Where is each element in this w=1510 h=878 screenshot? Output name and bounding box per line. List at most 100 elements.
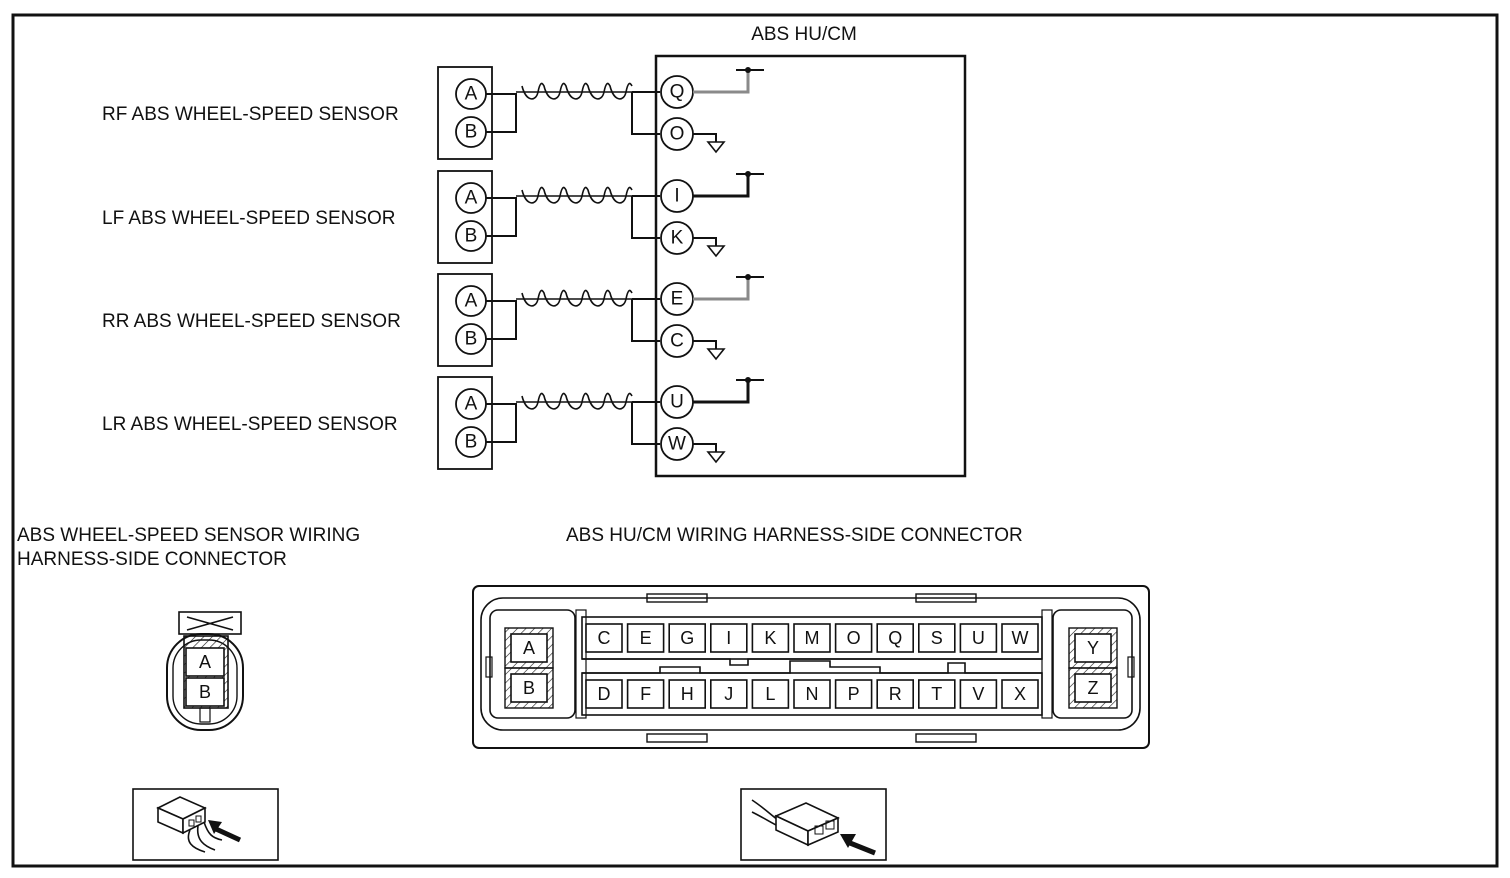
hu-connector-cavity [585, 679, 623, 709]
hu-connector-cavity [668, 623, 707, 653]
sensor-connector-pin-b: B [199, 682, 211, 702]
ground-symbol-icon [706, 348, 726, 361]
hu-connector-pin-label: P [848, 684, 860, 704]
wire-to-low-pin [631, 299, 660, 342]
hu-connector-pin-label: B [523, 678, 535, 698]
hu-connector-cavity [834, 623, 873, 653]
hu-connector-pin-label: L [765, 684, 775, 704]
hu-pin-label: U [670, 392, 684, 413]
sensor-pin-label: B [465, 122, 478, 143]
twisted-pair [521, 82, 633, 100]
hu-connector-pin-label: X [1014, 684, 1026, 704]
ground-symbol-icon [706, 141, 726, 154]
internal-signal-wire [693, 277, 750, 301]
hu-connector-cavity [751, 623, 790, 653]
hu-connector-cavity [709, 623, 748, 653]
ground-wire [693, 443, 717, 452]
hu-connector-pin-label: C [598, 628, 611, 648]
hu-connector-cavity [709, 679, 748, 709]
ground-symbol-icon [706, 245, 726, 258]
sensor-connector-box [437, 273, 493, 367]
hu-connector-pin-label: T [931, 684, 942, 704]
module-title: ABS HU/CM [751, 24, 857, 45]
hu-connector-cavity [510, 633, 548, 663]
hu-connector-cavity [834, 679, 873, 709]
hu-connector-pin-label: U [972, 628, 985, 648]
sensor-view-icon [132, 788, 279, 861]
hu-connector-cavity [793, 679, 831, 709]
hu-connector-pin-label: Q [888, 628, 902, 648]
hu-connector-pin-label: G [680, 628, 694, 648]
wire-to-low-pin [631, 402, 660, 445]
sensor-pin-label: A [465, 84, 478, 105]
twisted-pair [521, 186, 633, 204]
hu-connector-pin-label: D [598, 684, 611, 704]
hu-connector-pin-label: H [681, 684, 694, 704]
hu-connector-cavity [917, 623, 956, 653]
ground-wire [693, 340, 717, 349]
hu-connector-cavity [793, 623, 831, 653]
hu-connector-pin-label: N [806, 684, 819, 704]
hu-connector-cavity [1074, 633, 1112, 663]
sensor-label: LF ABS WHEEL-SPEED SENSOR [102, 208, 396, 229]
hu-pin-label: W [668, 434, 686, 455]
hu-connector-pin-label: M [805, 628, 820, 648]
hu-connector-cavity [510, 673, 548, 703]
sensor-connector-box [437, 170, 493, 264]
hu-connector-cavity [668, 679, 707, 709]
hu-connector-pin-label: S [931, 628, 943, 648]
hu-connector-cavity [1074, 673, 1112, 703]
hu-pin-label: I [674, 186, 679, 207]
sensor-connector-box [437, 376, 493, 470]
hu-connector-cavity [959, 623, 998, 653]
abs-hu-cm-box [654, 54, 967, 478]
hu-connector-title: ABS HU/CM WIRING HARNESS-SIDE CONNECTOR [566, 525, 1023, 546]
sensor-connector-box [437, 66, 493, 160]
hu-connector-pin-label: A [523, 638, 535, 658]
hu-connector-cavity [917, 679, 956, 709]
sensor-pin-label: A [465, 394, 478, 415]
ground-symbol-icon [706, 451, 726, 464]
hu-connector-pin-label: Y [1087, 638, 1099, 658]
hu-connector-cavity [626, 679, 665, 709]
hu-connector-pin-label: V [972, 684, 984, 704]
sensor-connector-title-line1: ABS WHEEL-SPEED SENSOR WIRING [17, 525, 360, 546]
hu-connector-cavity [1001, 679, 1039, 709]
hu-pin-label: K [671, 228, 684, 249]
hu-connector-cavity [626, 623, 665, 653]
hu-connector-pin-label: Z [1088, 678, 1099, 698]
hu-connector-cavity [876, 623, 915, 653]
hu-pin-label: E [671, 289, 684, 310]
sensor-label: RR ABS WHEEL-SPEED SENSOR [102, 311, 401, 332]
sensor-label: RF ABS WHEEL-SPEED SENSOR [102, 104, 399, 125]
ground-wire [693, 237, 717, 246]
twisted-pair [521, 392, 633, 410]
hu-connector-cavity [585, 623, 623, 653]
wire-pin-a-b [486, 300, 517, 340]
hu-connector-cavity [751, 679, 790, 709]
sensor-connector-title-line2: HARNESS-SIDE CONNECTOR [17, 549, 287, 570]
hu-pin-label: Q [670, 82, 685, 103]
sensor-pin-label: B [465, 329, 478, 350]
hu-connector-pin-label: J [724, 684, 733, 704]
internal-signal-wire [693, 70, 750, 94]
hu-connector-cavity [1001, 623, 1039, 653]
hu-connector-cavity [959, 679, 998, 709]
sensor-pin-label: B [465, 432, 478, 453]
hu-connector-pin-label: E [640, 628, 652, 648]
internal-signal-wire [693, 380, 750, 404]
hu-connector-cavity [876, 679, 915, 709]
hu-connector-pin-label: F [640, 684, 651, 704]
sensor-connector-cavity-a [185, 647, 225, 677]
sensor-connector-cavity-b [185, 677, 225, 707]
wire-pin-a-b [486, 403, 517, 443]
wire-to-low-pin [631, 92, 660, 135]
sensor-connector-face: A B [166, 611, 244, 731]
